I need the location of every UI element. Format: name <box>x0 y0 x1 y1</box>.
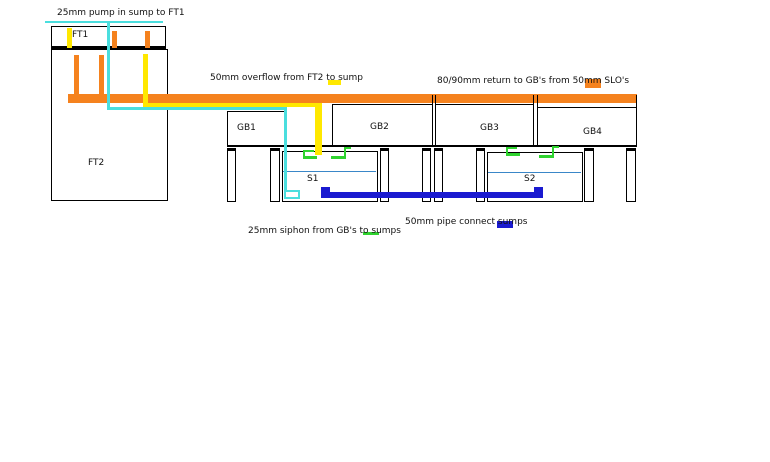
tank-divider <box>435 95 436 147</box>
pipe-siphon-s1-left <box>303 156 317 159</box>
tank-label-ft2: FT2 <box>88 158 105 168</box>
legend-swatch-pump-to-ft1 <box>45 21 163 23</box>
pipe-pump-line-run <box>107 107 287 110</box>
pipe-siphon-s2-right <box>539 155 554 158</box>
pipe-siphon-s2-left <box>506 147 517 149</box>
legend-swatch-overflow <box>328 80 341 85</box>
tank-label-gb4: GB4 <box>583 127 602 137</box>
tank-divider <box>537 95 538 147</box>
legend-swatch-return <box>585 79 601 88</box>
stand-leg <box>380 148 389 202</box>
tank-gb2 <box>332 104 433 147</box>
stand-leg <box>434 148 443 202</box>
pipe-siphon-s1-right <box>331 156 346 159</box>
pipe-siphon-s2-right <box>552 146 554 155</box>
pipe-sump-connect-bar <box>322 192 543 198</box>
tank-label-ft1: FT1 <box>72 30 89 40</box>
pipe-return-main <box>68 94 637 103</box>
pipe-siphon-s2-left <box>506 153 520 156</box>
tank-label-s1: S1 <box>307 174 319 184</box>
pipe-siphon-s2-left <box>506 147 508 156</box>
legend-sump-connect: 50mm pipe connect sumps <box>405 217 528 227</box>
pipe-siphon-s1-left <box>303 150 305 159</box>
pipe-return-stub-ft1-b <box>145 31 150 48</box>
tank-label-gb3: GB3 <box>480 123 499 133</box>
legend-return: 80/90mm return to GB's from 50mm SLO's <box>437 76 630 86</box>
pipe-pump-line-underline-drop <box>107 21 110 108</box>
legend-swatch-siphon <box>363 232 379 235</box>
stand-leg <box>584 148 594 202</box>
pipe-return-riser-ft2-b <box>99 55 104 95</box>
tank-label-s2: S2 <box>524 174 536 184</box>
pipe-siphon-s1-right <box>344 147 346 156</box>
stand-leg <box>227 148 236 202</box>
tank-divider <box>432 95 433 147</box>
s2-water-level <box>488 172 581 173</box>
s1-water-level <box>283 171 376 172</box>
stand-leg <box>422 148 431 202</box>
stand-leg <box>270 148 280 202</box>
legend-overflow: 50mm overflow from FT2 to sump <box>210 73 363 83</box>
tank-label-gb2: GB2 <box>370 122 389 132</box>
pipe-pump-line-sump-drop <box>284 107 287 192</box>
stand-leg <box>626 148 636 202</box>
legend-swatch-sump-connect <box>497 221 513 228</box>
tank-divider <box>636 95 637 147</box>
pipe-sump-connect-s1-fitting <box>321 187 330 198</box>
stand-leg <box>476 148 485 202</box>
pipe-overflow-ft1-stub <box>67 28 72 48</box>
pipe-siphon-s2-right <box>552 146 559 148</box>
tank-label-gb1: GB1 <box>237 123 256 133</box>
pipe-overflow-run <box>143 103 322 107</box>
pipe-overflow-ft2-drop <box>143 54 148 103</box>
pipe-siphon-s1-right <box>344 147 351 149</box>
pipe-return-stub-ft1-a <box>112 31 117 48</box>
tank-gb1 <box>227 111 285 147</box>
pipe-overflow-sump-drop <box>315 103 322 155</box>
legend-pump-to-ft1: 25mm pump in sump to FT1 <box>57 8 185 18</box>
pipe-return-riser-ft2-a <box>74 55 79 95</box>
legend-siphon: 25mm siphon from GB's to sumps <box>248 226 401 236</box>
sump-pump <box>284 190 300 199</box>
pipe-sump-connect-s2-fitting <box>534 187 543 198</box>
pipe-siphon-s1-left <box>303 150 314 152</box>
tank-divider <box>533 95 534 147</box>
